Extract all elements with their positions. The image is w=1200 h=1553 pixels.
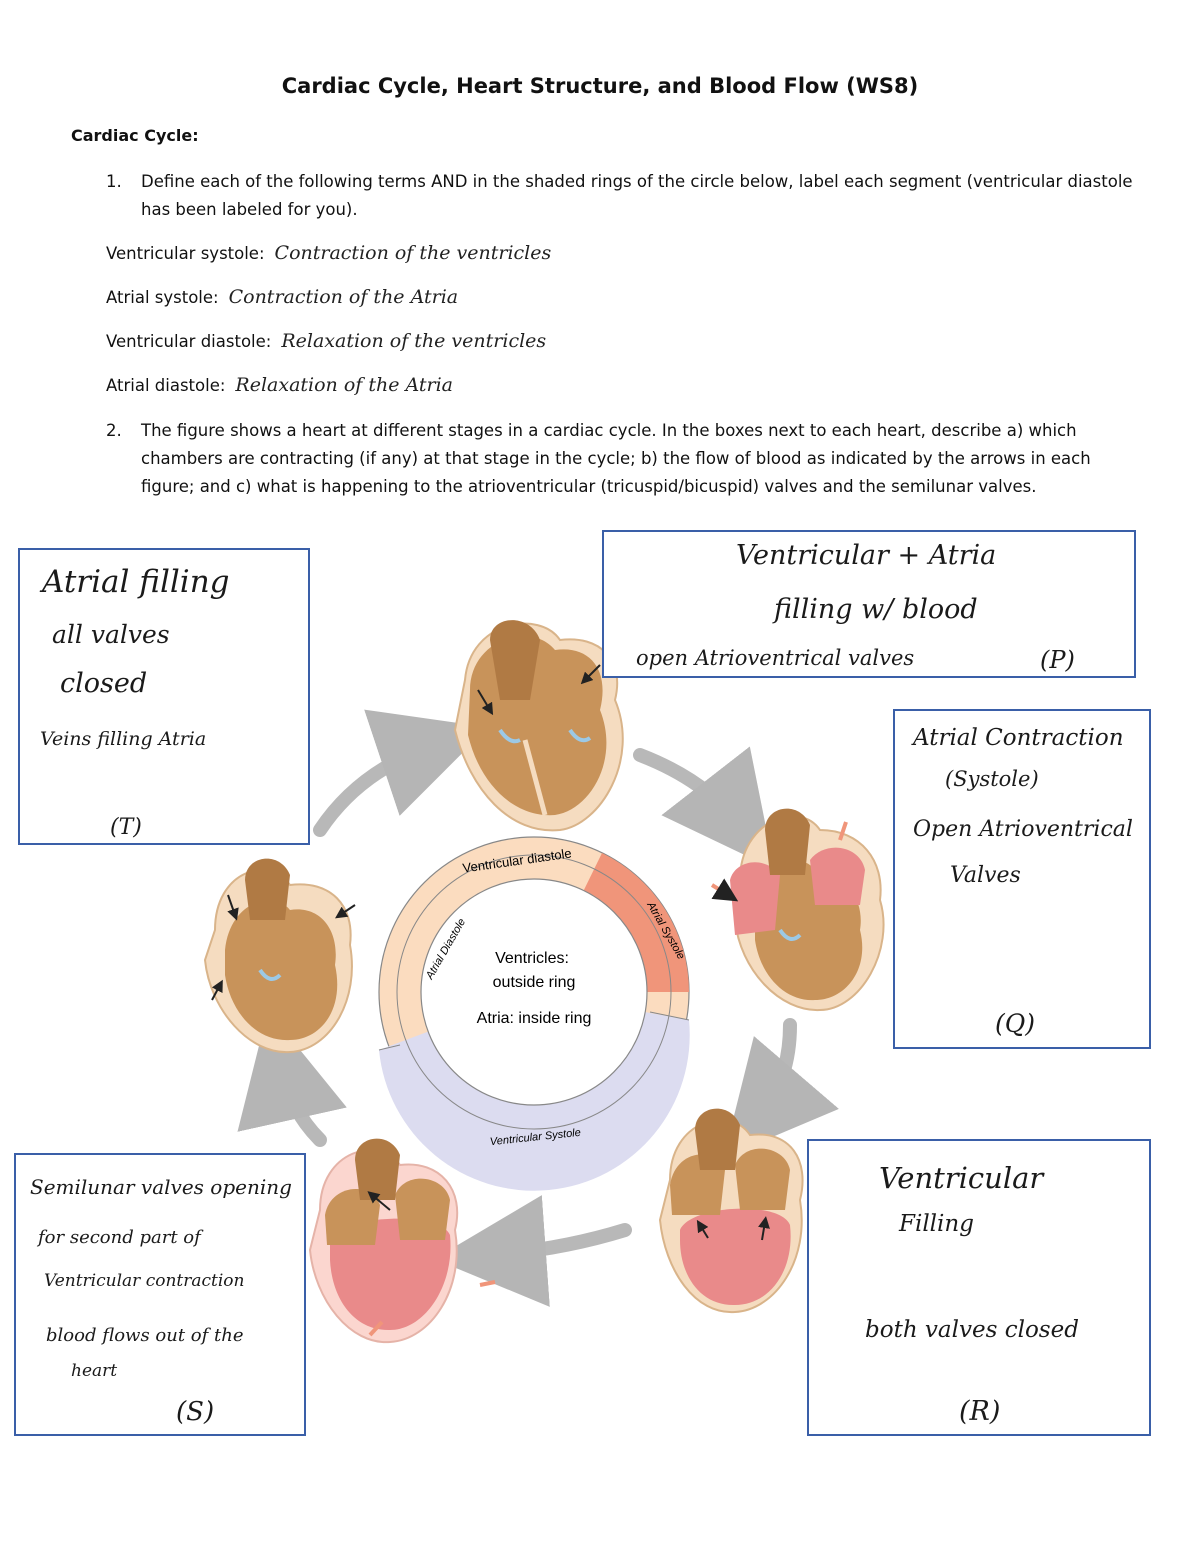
- box-q-line-1: Atrial Contraction: [913, 725, 1124, 751]
- box-r-line-3: both valves closed: [865, 1317, 1079, 1343]
- term-answer: Contraction of the Atria: [228, 286, 459, 308]
- heart-s: [308, 1138, 496, 1344]
- cycle-arrows: [237, 709, 839, 1307]
- question-number: 1.: [106, 172, 122, 191]
- heart-t: [203, 858, 356, 1054]
- box-p-tag: (P): [1040, 646, 1075, 674]
- heart-p: [453, 620, 624, 832]
- box-t-line-2: all valves: [52, 620, 170, 649]
- box-s-line-2: for second part of: [38, 1227, 201, 1248]
- box-p-line-3: open Atrioventrical valves: [636, 646, 915, 670]
- question-text: The figure shows a heart at different st…: [141, 421, 1091, 496]
- arrow-t-to-p: [313, 709, 489, 837]
- heart-r: [658, 1108, 804, 1314]
- box-t-line-3: closed: [60, 668, 148, 699]
- box-r-tag: (R): [959, 1396, 1001, 1427]
- box-s-line-1: Semilunar valves opening: [30, 1175, 292, 1199]
- box-q-line-3: Open Atrioventrical: [913, 817, 1133, 842]
- question-number: 2.: [106, 421, 122, 440]
- box-t-line-4: Veins filling Atria: [40, 728, 207, 750]
- answer-box-t[interactable]: Atrial filling all valves closed Veins f…: [18, 548, 310, 845]
- box-t-line-1: Atrial filling: [42, 564, 230, 600]
- term-label: Atrial systole:: [106, 288, 219, 307]
- box-s-tag: (S): [176, 1397, 215, 1427]
- answer-box-p[interactable]: Ventricular + Atria filling w/ blood ope…: [602, 530, 1136, 678]
- box-q-line-2: (Systole): [945, 767, 1039, 791]
- box-q-tag: (Q): [995, 1009, 1036, 1038]
- term-answer: Relaxation of the ventricles: [281, 330, 547, 352]
- heart-q: [710, 808, 885, 1012]
- answer-box-q[interactable]: Atrial Contraction (Systole) Open Atriov…: [893, 709, 1151, 1049]
- question-2: 2. The figure shows a heart at different…: [106, 417, 1136, 501]
- center-label-line1: Ventricles:: [495, 950, 569, 967]
- box-p-line-1: Ventricular + Atria: [736, 540, 997, 571]
- box-p-line-2: filling w/ blood: [774, 594, 978, 625]
- question-1: 1. Define each of the following terms AN…: [106, 168, 1136, 224]
- arrow-p-to-q: [633, 746, 775, 870]
- question-text: Define each of the following terms AND i…: [141, 172, 1133, 219]
- page-title: Cardiac Cycle, Heart Structure, and Bloo…: [281, 74, 919, 98]
- box-t-tag: (T): [110, 815, 142, 840]
- box-q-line-4: Valves: [950, 863, 1021, 888]
- term-atrial-systole: Atrial systole: Contraction of the Atria: [106, 286, 458, 308]
- arrow-r-to-s: [434, 1195, 632, 1307]
- box-s-line-4: blood flows out of the: [46, 1325, 244, 1346]
- section-heading: Cardiac Cycle:: [71, 126, 199, 145]
- box-r-line-2: Filling: [899, 1211, 974, 1237]
- term-label: Ventricular diastole:: [106, 332, 272, 351]
- term-answer: Relaxation of the Atria: [235, 374, 454, 396]
- center-label-line2: outside ring: [493, 974, 576, 991]
- term-ventricular-systole: Ventricular systole: Contraction of the v…: [106, 242, 551, 264]
- arrow-s-to-t: [237, 1010, 347, 1147]
- answer-box-s[interactable]: Semilunar valves opening for second part…: [14, 1153, 306, 1436]
- cycle-ring: [378, 836, 690, 1191]
- answer-box-r[interactable]: Ventricular Filling both valves closed (…: [807, 1139, 1151, 1436]
- term-label: Atrial diastole:: [106, 376, 226, 395]
- arrow-q-to-r: [723, 1018, 839, 1158]
- center-label-line3: Atria: inside ring: [477, 1010, 592, 1027]
- box-s-line-5: heart: [71, 1361, 118, 1381]
- term-ventricular-diastole: Ventricular diastole: Relaxation of the v…: [106, 330, 546, 352]
- box-r-line-1: Ventricular: [879, 1161, 1044, 1195]
- term-answer: Contraction of the ventricles: [274, 242, 552, 264]
- term-atrial-diastole: Atrial diastole: Relaxation of the Atria: [106, 374, 453, 396]
- term-label: Ventricular systole:: [106, 244, 265, 263]
- box-s-line-3: Ventricular contraction: [44, 1271, 245, 1291]
